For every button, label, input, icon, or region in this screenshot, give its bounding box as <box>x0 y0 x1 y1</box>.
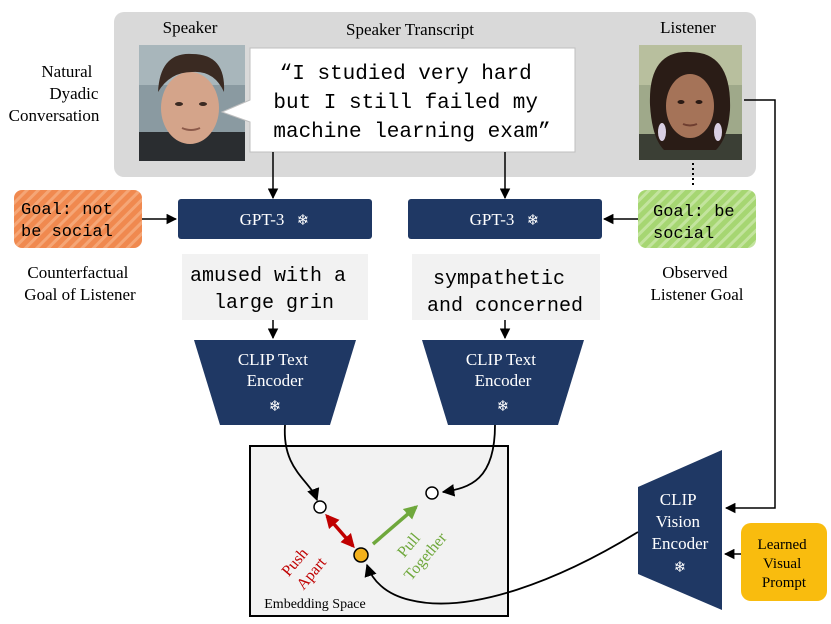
gpt-left-output-text: amused with a large grin <box>190 265 358 315</box>
observed-embedding-point <box>425 486 439 500</box>
arrow-clip-right-to-embedding <box>441 424 496 497</box>
listener-label: Listener <box>660 18 716 37</box>
speaker-photo <box>139 45 245 161</box>
snowflake-icon: ❄ <box>297 211 310 229</box>
snowflake-icon: ❄ <box>497 397 510 415</box>
gpt-left-output-box <box>182 254 368 320</box>
embedding-space-label: Embedding Space <box>264 597 365 612</box>
embedding-space-box <box>249 445 509 617</box>
snowflake-icon: ❄ <box>269 397 282 415</box>
learned-visual-prompt-label: Learned Visual Prompt <box>758 537 811 591</box>
transcript-text: “I studied very hard but I still failed … <box>273 63 550 144</box>
snowflake-icon: ❄ <box>527 211 540 229</box>
clip-vision-encoder <box>638 450 722 610</box>
learned-visual-prompt-box <box>741 523 827 601</box>
clip-text-encoder-left-label: CLIP Text Encoder <box>238 350 312 390</box>
arrow-vision-to-embedding <box>364 531 639 605</box>
push-apart-arrow <box>325 513 355 549</box>
gpt-right-output-box <box>412 254 600 320</box>
gpt3-right-label: GPT-3 <box>470 210 515 229</box>
counterfactual-embedding-point <box>313 500 327 514</box>
clip-text-encoder-right <box>422 340 584 425</box>
observed-goal-caption: Observed Listener Goal <box>651 263 744 304</box>
speaker-label: Speaker <box>163 18 218 37</box>
counterfactual-goal-caption: Counterfactual Goal of Listener <box>24 263 136 304</box>
snowflake-icon: ❄ <box>674 558 687 576</box>
visual-embedding-point <box>353 547 369 563</box>
gpt3-right-box <box>408 199 602 239</box>
gpt3-left-label: GPT-3 <box>240 210 285 229</box>
pull-together-arrow <box>371 505 419 546</box>
clip-text-encoder-right-label: CLIP Text Encoder <box>466 350 540 390</box>
natural-dyadic-conversation-label: Natural Dyadic Conversation <box>9 62 103 125</box>
goal-be-social-text: Goal: be social <box>653 203 745 244</box>
transcript-speech-bubble <box>220 47 576 153</box>
listener-photo <box>639 45 742 160</box>
gpt-right-output-text: sympathetic and concerned <box>427 268 583 318</box>
goal-not-social-box <box>14 190 142 248</box>
clip-vision-encoder-label: CLIP Vision Encoder <box>652 490 709 553</box>
speaker-transcript-label: Speaker Transcript <box>346 20 474 39</box>
gpt3-left-box <box>178 199 372 239</box>
arrow-listener-to-vision-encoder <box>724 99 776 514</box>
clip-text-encoder-left <box>194 340 356 425</box>
goal-not-social-text: Goal: not be social <box>21 201 123 242</box>
goal-be-social-box <box>638 190 756 248</box>
arrow-clip-left-to-embedding <box>284 424 320 502</box>
